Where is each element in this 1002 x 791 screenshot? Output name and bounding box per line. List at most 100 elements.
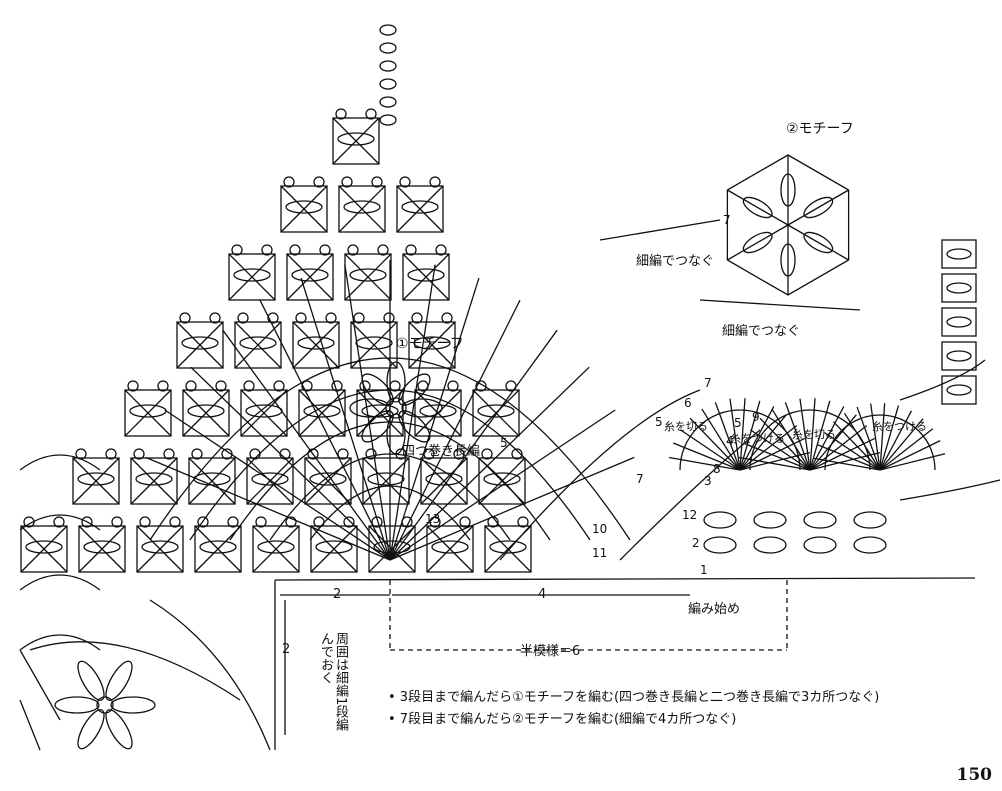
fan-stitch — [799, 398, 811, 471]
chain-curve — [899, 479, 1001, 501]
fan-line — [389, 329, 558, 561]
cell-diagonal — [188, 457, 236, 505]
oval-stitch — [257, 540, 295, 554]
oval-stitch — [129, 404, 167, 418]
fan-stitch — [870, 403, 881, 471]
half-pattern-label: 半模様＝6 — [520, 644, 581, 659]
stitch-line — [19, 699, 41, 751]
picot — [511, 448, 523, 460]
picot — [185, 380, 197, 392]
grid-cell — [941, 341, 977, 371]
arc-row — [499, 389, 701, 561]
fan-stitch — [879, 410, 913, 471]
hex-petal — [803, 231, 834, 254]
round-number: 5 — [734, 416, 742, 430]
grid-cell — [292, 321, 340, 369]
flower-petal — [349, 398, 391, 418]
fan-stitch — [809, 451, 881, 471]
picot — [429, 176, 441, 188]
chain-curve — [899, 359, 986, 401]
oval-stitch — [251, 472, 289, 486]
grid-cell — [176, 321, 224, 369]
grid-cell — [298, 389, 346, 437]
oval-stitch — [349, 268, 387, 282]
round-number: 12 — [682, 508, 698, 522]
grid-cell — [234, 321, 282, 369]
oval-stitch — [135, 472, 173, 486]
oval-stitch — [343, 200, 381, 214]
round-number: 3 — [704, 474, 712, 488]
picot — [133, 448, 145, 460]
oval-stitch — [303, 404, 341, 418]
cell-diagonal — [338, 185, 386, 233]
join-chain — [699, 299, 861, 311]
picot — [231, 244, 243, 256]
picot — [343, 516, 355, 528]
picot — [53, 516, 65, 528]
grid-cell — [941, 273, 977, 303]
measure-middle: 4 — [538, 587, 547, 602]
grid-cell — [472, 389, 520, 437]
fan-line — [389, 299, 521, 561]
oval-stitch — [753, 536, 787, 554]
round-number: 10 — [592, 522, 608, 536]
motif2-label: ②モチーフ — [786, 121, 854, 137]
chain-stitch — [379, 114, 397, 126]
picot — [105, 448, 117, 460]
oval-stitch — [25, 540, 63, 554]
picot — [441, 312, 453, 324]
hex-petal — [742, 196, 773, 219]
flower-petal — [54, 696, 100, 714]
fan-stitch — [809, 400, 831, 471]
cell-diagonal — [228, 253, 276, 301]
cell-diagonal — [472, 389, 520, 437]
cell-diagonal — [286, 253, 334, 301]
oval-stitch — [309, 472, 347, 486]
fan-stitch — [809, 406, 845, 471]
flower-petal — [110, 696, 156, 714]
oval-stitch — [419, 404, 457, 418]
fan-stitch — [879, 403, 886, 471]
fan-stitch — [672, 442, 741, 471]
oval-stitch — [233, 268, 271, 282]
fan-stitch — [739, 406, 775, 471]
round-number: 7 — [636, 472, 644, 486]
cell-diagonal — [240, 389, 288, 437]
flower-center — [385, 397, 407, 419]
oval-stitch — [431, 540, 469, 554]
cell-diagonal — [136, 525, 184, 573]
fan-stitch — [668, 456, 741, 471]
chain-stitch — [379, 78, 397, 90]
fan-stitch — [701, 408, 741, 471]
fan-stitch — [879, 440, 941, 471]
picot — [405, 244, 417, 256]
grid-cell — [362, 457, 410, 505]
cell-diagonal — [332, 117, 380, 165]
oval-stitch — [367, 472, 405, 486]
measure-left: 2 — [333, 587, 342, 602]
grid-cell — [338, 185, 386, 233]
oval-stitch — [489, 540, 527, 554]
grid-cell — [310, 525, 358, 573]
picot — [261, 244, 273, 256]
picot — [325, 312, 337, 324]
cell-diagonal — [350, 321, 398, 369]
chain-stitch — [379, 60, 397, 72]
round-number: 4 — [726, 434, 734, 448]
picot — [319, 244, 331, 256]
grid-cell — [286, 253, 334, 301]
picot — [295, 312, 307, 324]
arc-row — [149, 599, 271, 751]
cell-diagonal — [396, 185, 444, 233]
grid-cell — [246, 457, 294, 505]
fan-stitch — [771, 408, 811, 471]
fan-line — [222, 329, 391, 561]
hex-spoke — [727, 224, 789, 261]
oval-stitch — [77, 472, 115, 486]
fan-stitch — [813, 457, 881, 471]
chain-curve — [19, 634, 101, 651]
picot — [169, 516, 181, 528]
fan-stitch — [714, 402, 741, 471]
cell-diagonal — [280, 185, 328, 233]
